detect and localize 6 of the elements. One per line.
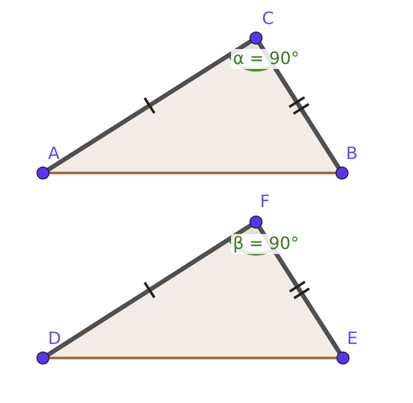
vertex-label: A xyxy=(48,144,60,164)
vertex-label: E xyxy=(347,329,358,349)
vertex-label: D xyxy=(48,329,62,349)
vertex-label: F xyxy=(260,192,270,212)
vertex-label: B xyxy=(346,144,358,164)
vertex-label: C xyxy=(262,9,274,29)
